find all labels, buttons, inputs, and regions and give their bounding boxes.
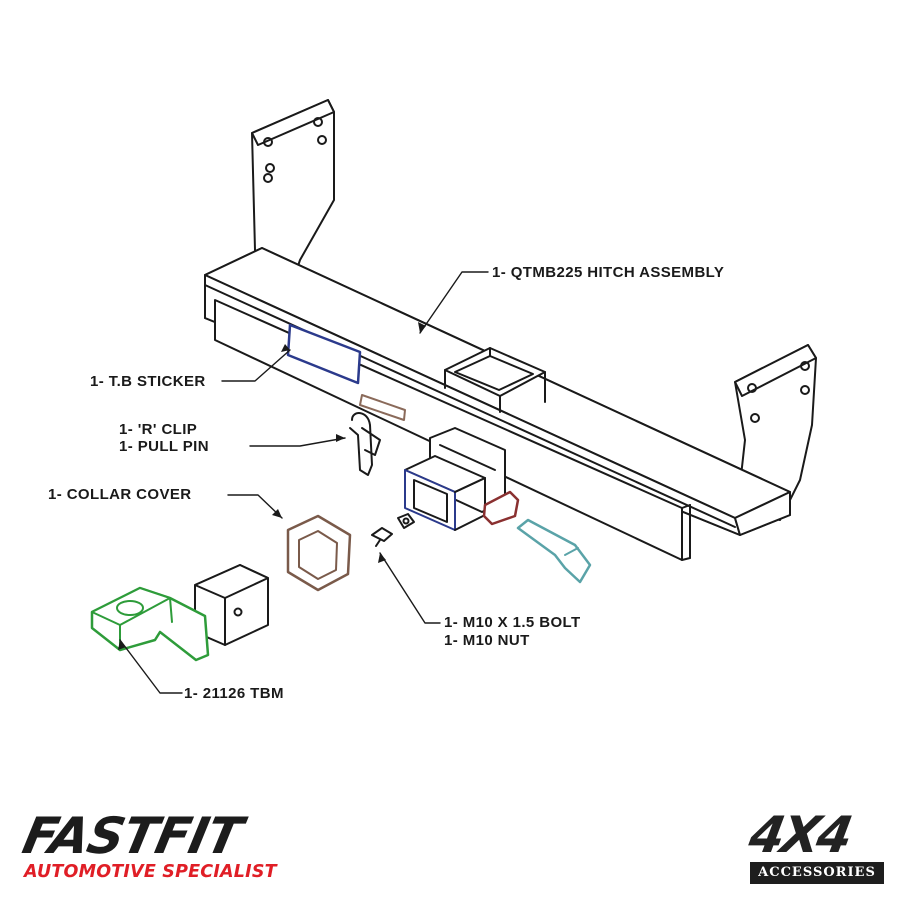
label-tbm: 1- 21126 TBM (184, 685, 284, 702)
label-pull-pin: 1- PULL PIN (119, 438, 209, 455)
r-clip (349, 412, 381, 476)
label-r-clip: 1- 'R' CLIP (119, 421, 198, 438)
tow-ball-mount (90, 586, 210, 662)
reflector-cap (482, 490, 520, 526)
label-tb-sticker: 1- T.B STICKER (90, 373, 206, 390)
label-bolt: 1- M10 X 1.5 BOLT (444, 614, 581, 631)
4x4-logo-name: 4X4 (744, 806, 855, 864)
4x4-logo-tagline: ACCESSORIES (750, 862, 884, 884)
label-hitch-assembly: 1- QTMB225 HITCH ASSEMBLY (492, 264, 725, 281)
bolt-and-nut (371, 513, 415, 547)
pull-pin (516, 518, 592, 584)
label-collar-cover: 1- COLLAR COVER (48, 486, 192, 503)
4x4-accessories-logo: 4X4 ACCESSORIES (744, 806, 888, 888)
leader-arrowheads (118, 322, 426, 650)
tb-sticker (286, 323, 362, 385)
fastfit-logo: FASTFIT AUTOMOTIVE SPECIALIST (17, 807, 278, 888)
leader-lines (119, 271, 489, 694)
label-nut: 1- M10 NUT (444, 632, 530, 649)
left-mounting-bracket (251, 99, 335, 276)
fastfit-logo-name: FASTFIT (17, 807, 247, 865)
fastfit-logo-tagline: AUTOMOTIVE SPECIALIST (24, 862, 277, 882)
collar-cover (286, 514, 352, 592)
top-receiver-box (444, 347, 546, 413)
mounting-plate (359, 394, 406, 421)
